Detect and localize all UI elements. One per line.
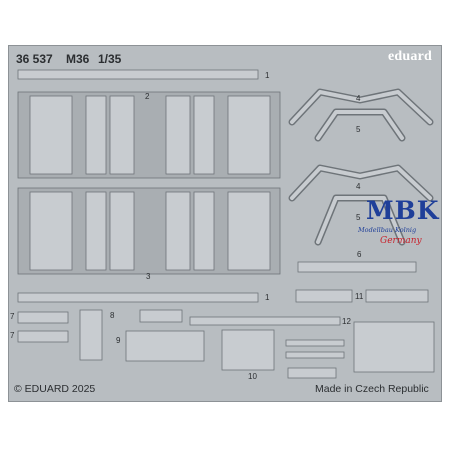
part-10-strip [189, 316, 341, 326]
label-part-3: 3 [146, 272, 151, 281]
part-11-hinge-a [295, 289, 353, 303]
part-1-strip-bottom [17, 292, 259, 303]
part-1-strip-top [17, 69, 259, 80]
copyright-text: © EDUARD 2025 [14, 383, 96, 395]
watermark-country: Germany [380, 236, 422, 246]
part-7-row-b [17, 330, 69, 343]
part-4-bracket-bottom [288, 164, 434, 202]
label-part-1-bottom: 1 [265, 293, 270, 302]
part-2-bracket-b [109, 95, 135, 175]
watermark-subtitle: Modellbau Kolnig [358, 226, 417, 234]
mbk-watermark-logo: MBK Modellbau Kolnig Germany [358, 196, 440, 254]
label-part-2: 2 [145, 92, 150, 101]
origin-text: Made in Czech Republic [315, 383, 429, 395]
part-3-bracket-d [193, 191, 215, 271]
label-part-7-b: 7 [10, 331, 15, 340]
label-part-5-bottom: 5 [356, 213, 361, 222]
part-3-plate-b [227, 191, 271, 271]
label-part-12: 12 [342, 317, 351, 326]
set-code: 36 537 [16, 52, 53, 66]
part-2-bracket-c [165, 95, 191, 175]
part-2-plate-a [29, 95, 73, 175]
label-part-5-top: 5 [356, 125, 361, 134]
watermark-logo-text: MBK [366, 196, 440, 225]
label-part-7-a: 7 [10, 312, 15, 321]
part-6-rod [297, 261, 417, 273]
part-2-plate-b [227, 95, 271, 175]
part-8-frame [79, 309, 103, 361]
part-10-rivets [287, 367, 337, 379]
part-12-grid [353, 321, 435, 373]
part-4-bracket-top [288, 88, 434, 126]
part-3-plate-a [29, 191, 73, 271]
label-part-1-top: 1 [265, 71, 270, 80]
part-2-bracket-a [85, 95, 107, 175]
part-9-frame [125, 330, 205, 362]
eduard-logo: eduard [388, 49, 432, 64]
model-name: M36 [66, 52, 90, 66]
part-7-row-a [17, 311, 69, 324]
part-10-box [221, 329, 275, 371]
label-part-10: 10 [248, 372, 257, 381]
label-part-4-bottom: 4 [356, 182, 361, 191]
part-2-bracket-d [193, 95, 215, 175]
label-part-4-top: 4 [356, 94, 361, 103]
part-10-bar-a [285, 339, 345, 347]
scale-label: 1/35 [98, 52, 122, 66]
part-3-bracket-a [85, 191, 107, 271]
label-part-6: 6 [357, 250, 362, 259]
label-part-8: 8 [110, 311, 115, 320]
label-part-11: 11 [355, 292, 364, 301]
part-3-bracket-c [165, 191, 191, 271]
part-11-hinge-b [365, 289, 429, 303]
part-8-row [139, 309, 183, 323]
label-part-9: 9 [116, 336, 121, 345]
part-3-bracket-b [109, 191, 135, 271]
part-10-bar-b [285, 351, 345, 359]
